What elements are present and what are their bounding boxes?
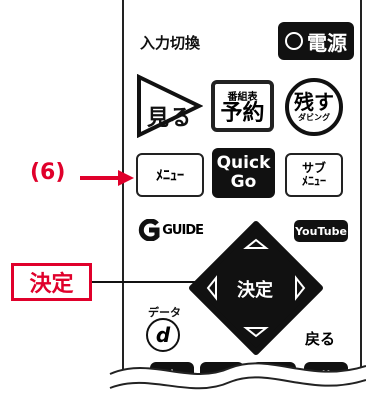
quick-label: Quick <box>216 153 271 174</box>
power-button[interactable]: 電源 <box>278 22 354 60</box>
decide-callout-label: 決定 <box>29 272 74 297</box>
power-label: 電源 <box>307 30 347 55</box>
g-guide-icon <box>138 219 160 241</box>
data-d-label: d <box>155 323 171 347</box>
input-switch-label[interactable]: 入力切換 <box>140 34 201 52</box>
power-icon <box>285 32 303 50</box>
youtube-button[interactable]: YouTube <box>294 220 348 242</box>
data-label: データ <box>148 306 181 319</box>
youtube-label: YouTube <box>295 224 347 238</box>
yoyaku-small-label: 番組表 <box>227 91 258 103</box>
menu-button[interactable]: ﾒﾆｭｰ <box>136 153 204 197</box>
callout-label-6: (6) <box>30 160 66 185</box>
sub-menu-button[interactable]: サブ ﾒﾆｭｰ <box>285 153 343 197</box>
nokosu-label: 残す <box>294 89 334 114</box>
miru-label: 見る <box>146 106 191 131</box>
back-label: 戻る <box>304 329 335 348</box>
menu-label: ﾒﾆｭｰ <box>156 168 184 184</box>
guide-label: GUIDE <box>162 222 204 238</box>
sub-top-label: サブ <box>301 160 326 175</box>
dubbing-label: ダビング <box>298 112 330 122</box>
nokosu-button[interactable]: 残す ダビング <box>285 78 343 136</box>
guide-button[interactable]: GUIDE <box>135 218 204 242</box>
decide-callout-box: 決定 <box>11 263 92 301</box>
back-button[interactable]: 戻る <box>300 318 340 358</box>
go-label: Go <box>230 172 257 192</box>
dpad[interactable] <box>186 218 326 358</box>
data-button[interactable]: d <box>146 318 180 352</box>
dpad-center-label[interactable]: 決定 <box>237 280 273 301</box>
sub-bottom-label: ﾒﾆｭｰ <box>301 174 326 188</box>
yoyaku-button[interactable]: 番組表 予約 <box>211 80 274 132</box>
miru-button[interactable]: 見る <box>135 74 203 138</box>
callout-arrow-icon <box>80 170 134 186</box>
callout-leader-line <box>92 281 200 283</box>
play-arrow-icon <box>137 74 203 138</box>
quick-go-button[interactable]: Quick Go <box>212 148 275 198</box>
torn-edge <box>109 362 366 416</box>
yoyaku-label: 予約 <box>220 100 265 126</box>
